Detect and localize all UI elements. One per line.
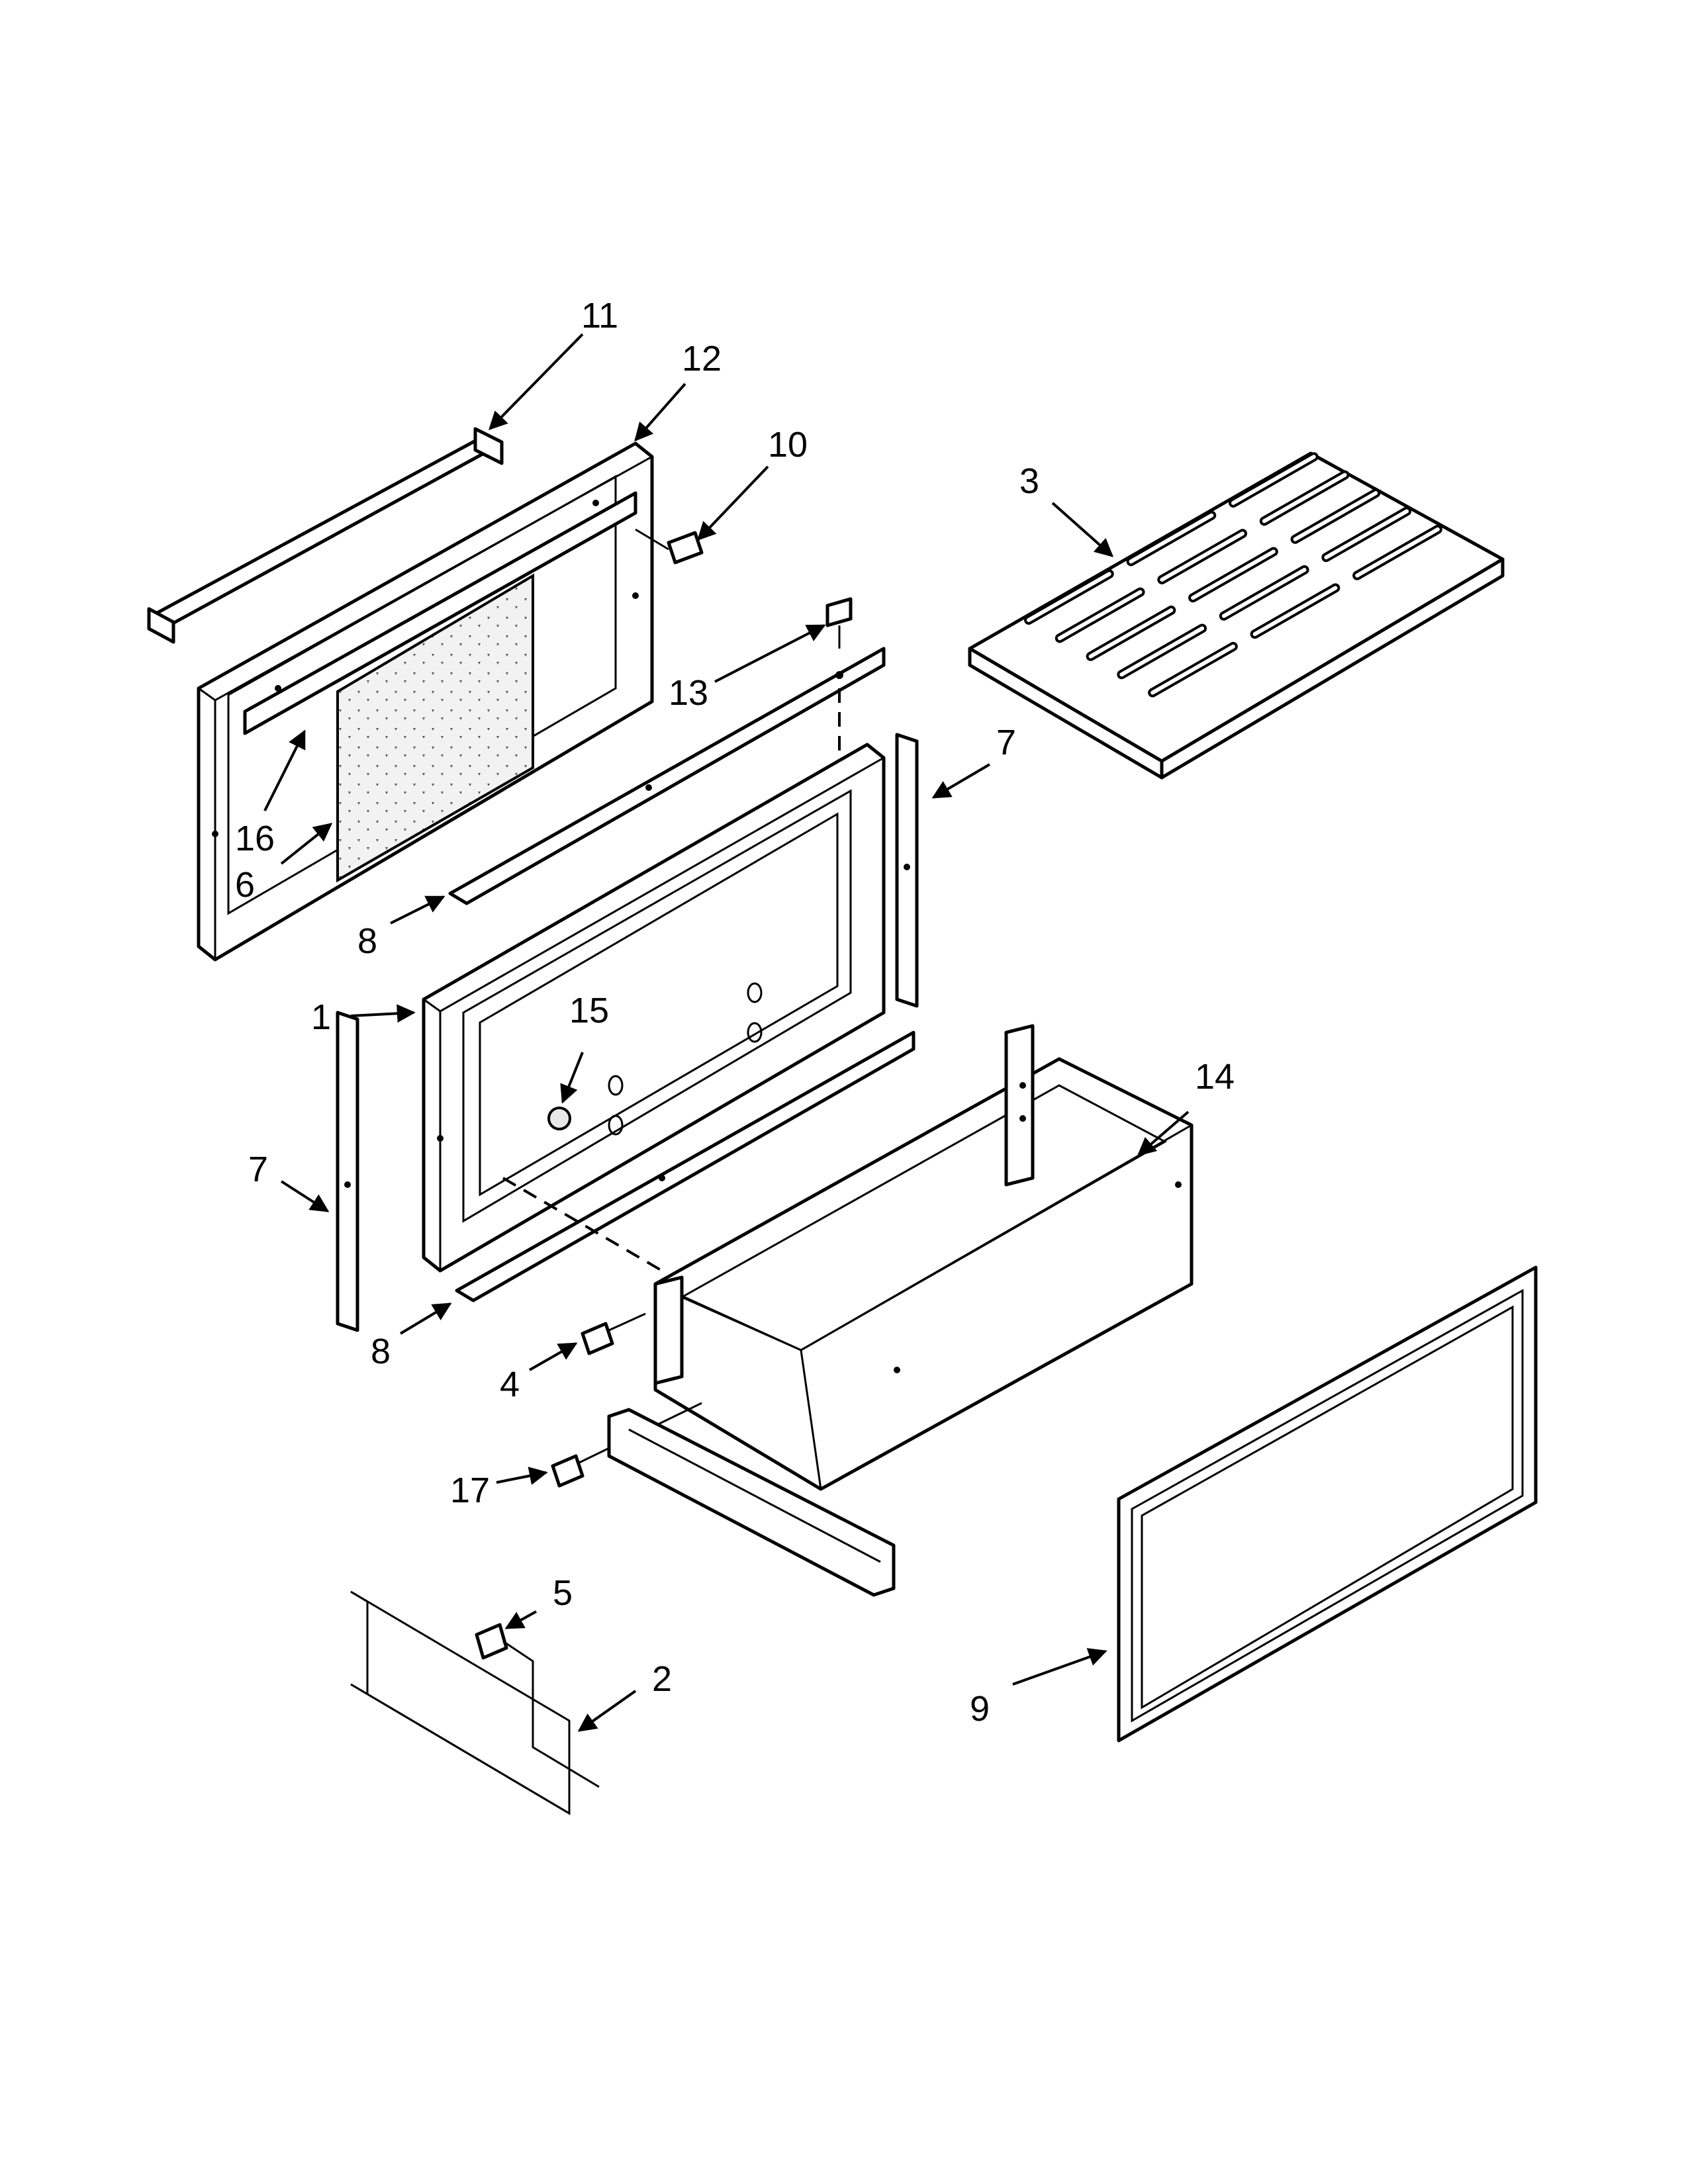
part-7-left-strip [336,1011,359,1332]
callout-8-bottom: 8 [371,1332,391,1371]
part-4-screw [581,1312,646,1355]
callout-13: 13 [669,673,708,713]
callout-12: 12 [682,339,722,379]
grate-slot-inner [1057,590,1143,641]
callout-7-right: 7 [996,723,1016,762]
part-7-right-strip [895,733,919,1008]
callout-9: 9 [970,1689,990,1729]
grate-slot-inner [1293,491,1378,541]
callout-11: 11 [581,296,618,336]
part-8-top-bracket [448,647,886,905]
callout-7-left: 7 [248,1150,268,1189]
callout-17: 17 [450,1471,490,1510]
grate-slot-inner [1231,455,1316,505]
callout-15: 15 [569,991,609,1030]
leader-lines [263,333,1190,1732]
callout-16: 16 [235,819,275,858]
grate-slot-inner [1129,513,1214,564]
callout-14: 14 [1195,1057,1235,1097]
grate-slot-inner [1160,531,1245,582]
part-6-insulation-panel [336,573,534,883]
callout-8-top: 8 [357,921,377,961]
callout-4: 4 [500,1365,520,1404]
grate-slot-inner [1027,572,1111,622]
grate-slot-inner [1221,567,1307,618]
part-2-lower-trim [350,1590,571,1815]
grate-slot-inner [1191,549,1276,600]
slide-rail [607,1408,896,1597]
grate-slot-inner [1252,586,1338,637]
grate-slot-inner [1262,473,1347,523]
grate-slot-inner [1150,644,1235,695]
grate-slot-inner [1119,626,1205,677]
part-5-screw [475,1623,600,1788]
grate-slot-inner [1088,608,1174,659]
part-13-screw [825,597,853,649]
callout-10: 10 [768,425,808,465]
part-16-rail [243,491,637,735]
grate-slot-inner [1355,527,1440,578]
callout-2: 2 [652,1659,672,1699]
part-9-gasket [1117,1265,1538,1743]
part-1-inner-door [422,743,886,1273]
part-10-screw [635,528,704,565]
part-15-bumper [547,1107,571,1130]
part-11-handle-bar [147,427,504,644]
part-3-shelf-grate [968,451,1505,780]
grate-slot-inner [1324,509,1409,560]
part-8-bottom-bracket [455,1030,915,1302]
callout-5: 5 [553,1573,573,1613]
alignment-line-door [502,1177,663,1272]
callout-6: 6 [235,865,255,905]
callout-1: 1 [311,997,331,1037]
callout-3: 3 [1019,461,1039,501]
part-14-drawer-bin [653,1024,1194,1491]
